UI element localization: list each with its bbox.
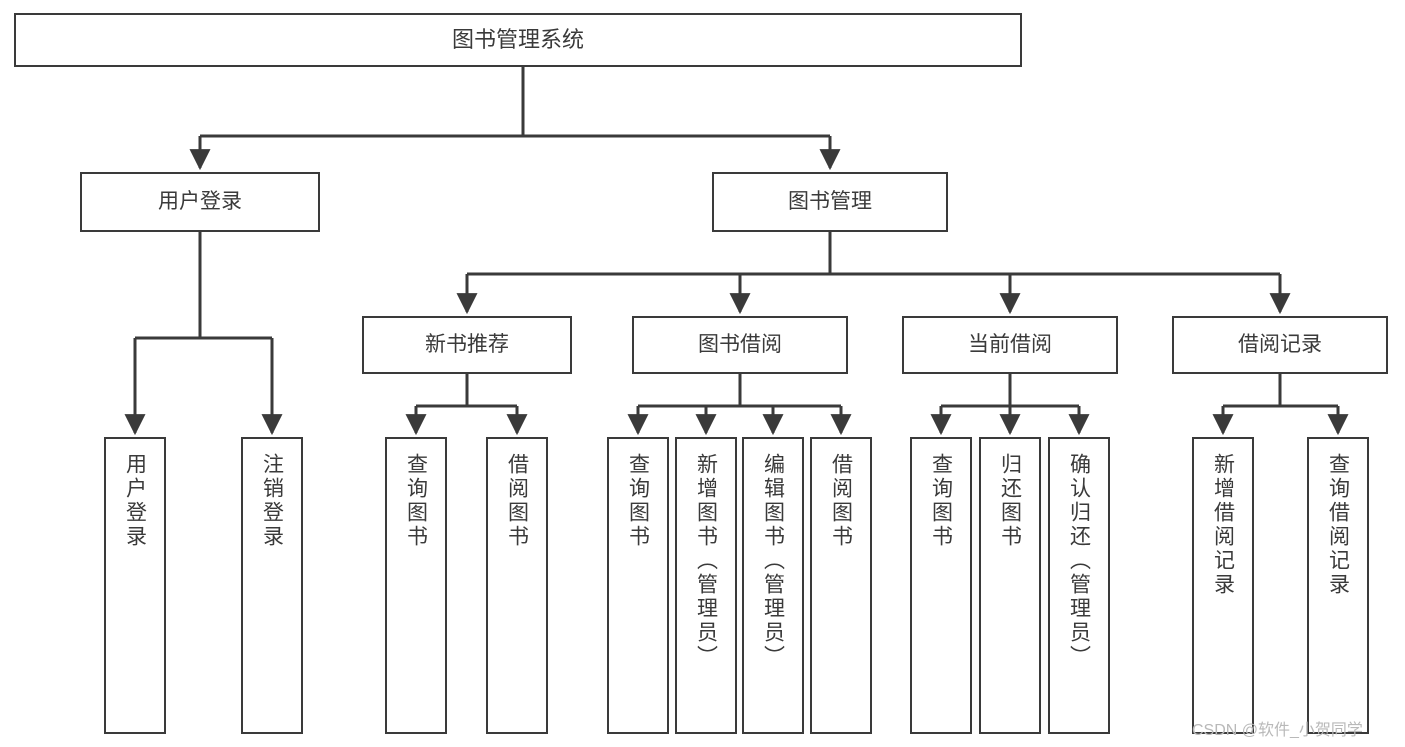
- watermark-text: CSDN @软件_小贺同学: [1192, 722, 1363, 739]
- node-user-login-label: 用户登录: [158, 189, 242, 213]
- node-user-login[interactable]: 用户登录: [80, 172, 320, 232]
- node-book-manage-label: 图书管理: [788, 189, 872, 213]
- node-leaf-user-login-label: 用户登录: [123, 453, 147, 549]
- node-leaf-borrow-book-2[interactable]: 借阅图书: [810, 437, 872, 734]
- node-leaf-add-record-label: 新增借阅记录: [1211, 453, 1235, 597]
- node-leaf-logout[interactable]: 注销登录: [241, 437, 303, 734]
- node-leaf-query-record[interactable]: 查询借阅记录: [1307, 437, 1369, 734]
- node-leaf-edit-book[interactable]: 编辑图书（管理员）: [742, 437, 804, 734]
- node-leaf-add-book-label: 新增图书（管理员）: [694, 453, 718, 669]
- node-current-borrow[interactable]: 当前借阅: [902, 316, 1118, 374]
- node-root[interactable]: 图书管理系统: [14, 13, 1022, 67]
- node-book-manage[interactable]: 图书管理: [712, 172, 948, 232]
- node-leaf-add-record[interactable]: 新增借阅记录: [1192, 437, 1254, 734]
- node-root-label: 图书管理系统: [451, 27, 584, 53]
- node-leaf-borrow-book-1[interactable]: 借阅图书: [486, 437, 548, 734]
- node-leaf-query-book-2-label: 查询图书: [626, 453, 650, 549]
- node-leaf-confirm-return[interactable]: 确认归还（管理员）: [1048, 437, 1110, 734]
- node-new-book-recommend-label: 新书推荐: [425, 332, 509, 356]
- node-leaf-logout-label: 注销登录: [260, 453, 284, 549]
- node-leaf-query-book-3[interactable]: 查询图书: [910, 437, 972, 734]
- node-borrow-record[interactable]: 借阅记录: [1172, 316, 1388, 374]
- node-leaf-query-book-1-label: 查询图书: [404, 453, 428, 549]
- node-leaf-add-book[interactable]: 新增图书（管理员）: [675, 437, 737, 734]
- node-leaf-user-login[interactable]: 用户登录: [104, 437, 166, 734]
- node-leaf-query-book-3-label: 查询图书: [929, 453, 953, 549]
- node-borrow-record-label: 借阅记录: [1238, 332, 1322, 356]
- node-book-borrow[interactable]: 图书借阅: [632, 316, 848, 374]
- node-book-borrow-label: 图书借阅: [698, 332, 782, 356]
- node-leaf-borrow-book-2-label: 借阅图书: [829, 453, 853, 549]
- node-leaf-query-record-label: 查询借阅记录: [1326, 453, 1350, 597]
- node-new-book-recommend[interactable]: 新书推荐: [362, 316, 572, 374]
- node-leaf-confirm-return-label: 确认归还（管理员）: [1067, 453, 1091, 669]
- node-current-borrow-label: 当前借阅: [968, 332, 1052, 356]
- node-leaf-borrow-book-1-label: 借阅图书: [505, 453, 529, 549]
- node-leaf-return-book-label: 归还图书: [998, 453, 1022, 549]
- node-leaf-query-book-2[interactable]: 查询图书: [607, 437, 669, 734]
- node-leaf-query-book-1[interactable]: 查询图书: [385, 437, 447, 734]
- node-leaf-return-book[interactable]: 归还图书: [979, 437, 1041, 734]
- node-leaf-edit-book-label: 编辑图书（管理员）: [761, 453, 785, 669]
